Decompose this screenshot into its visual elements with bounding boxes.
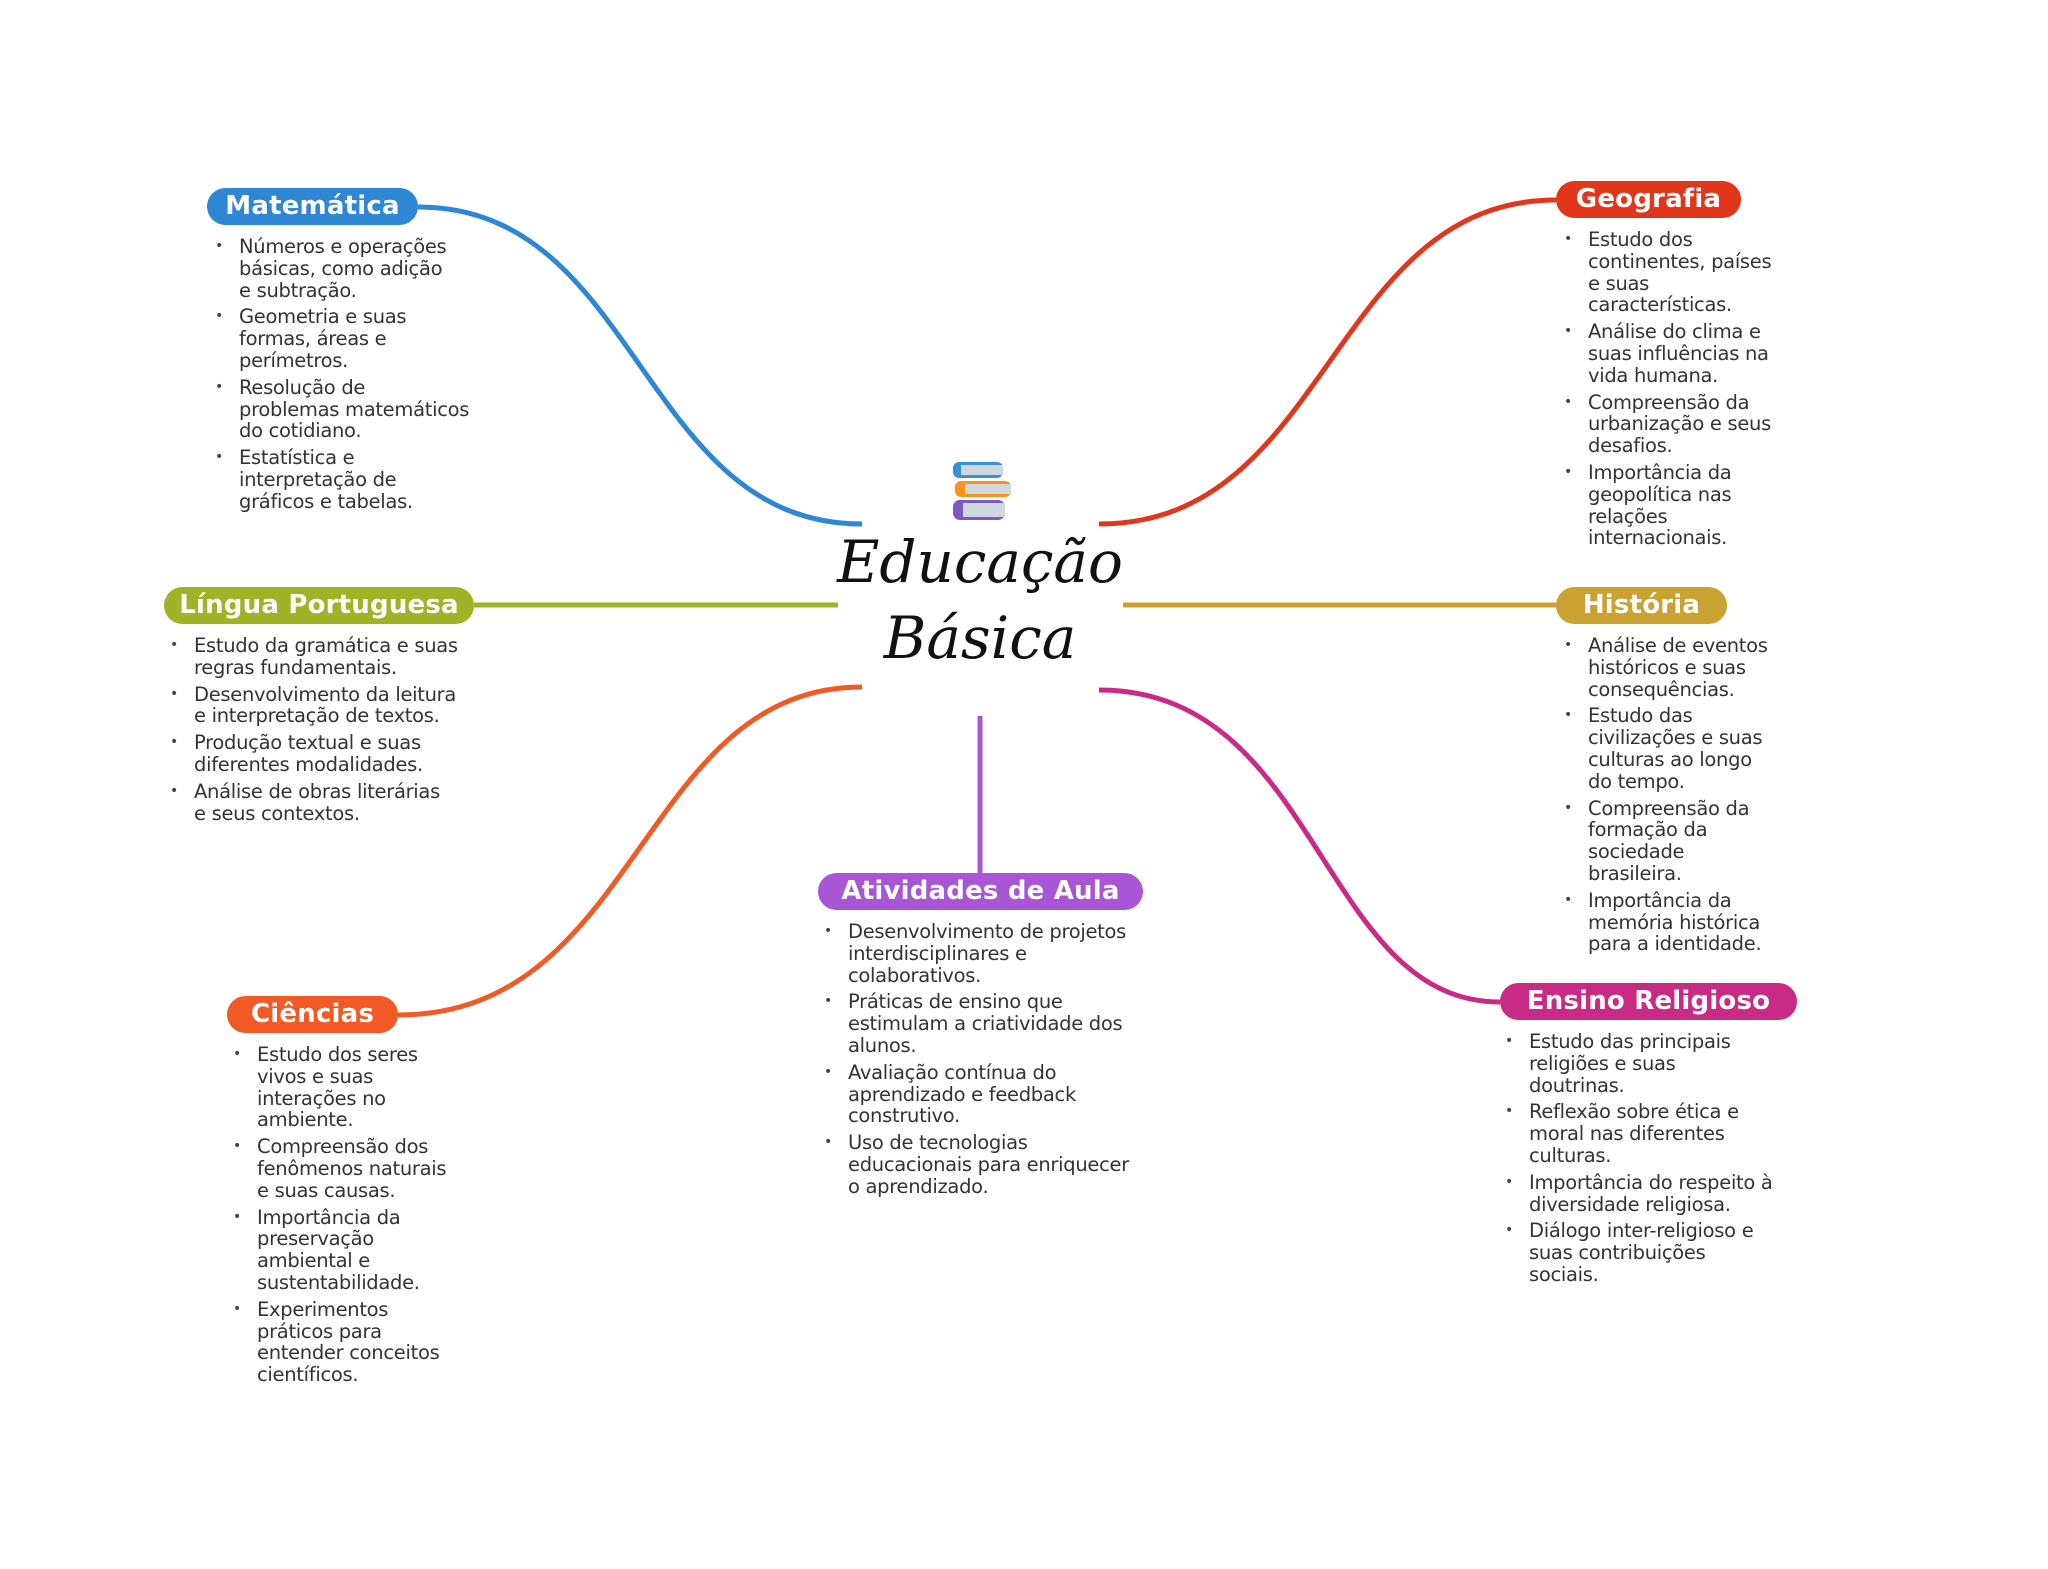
topic-lingua-portuguesa[interactable]: Língua Portuguesa	[164, 587, 474, 624]
subtopic-item[interactable]: Estudo dos seres vivos e suas interações…	[233, 1044, 446, 1131]
subtopic-list: Estudo das principais religiões e suas d…	[1505, 1031, 1773, 1291]
subtopic-item[interactable]: Importância do respeito à diversidade re…	[1505, 1171, 1773, 1216]
connector-ciencias	[397, 684, 863, 1018]
connector-ensino-religioso	[1098, 687, 1501, 1005]
subtopic-item[interactable]: Análise de obras literárias e seus conte…	[170, 780, 458, 825]
subtopic-item[interactable]: Análise de eventos históricos e suas con…	[1564, 635, 1768, 701]
subtopic-item[interactable]: Geometria e suas formas, áreas e perímet…	[215, 306, 469, 372]
subtopic-list: Números e operações básicas, como adição…	[215, 236, 469, 518]
subtopic-item[interactable]: Importância da preservação ambiental e s…	[233, 1206, 446, 1294]
central-topic[interactable]: Educação Básica	[830, 460, 1130, 676]
subtopic-item[interactable]: Estudo da gramática e suas regras fundam…	[170, 635, 458, 679]
subtopic-item[interactable]: Avaliação contínua do aprendizado e feed…	[824, 1061, 1129, 1127]
subtopic-list: Análise de eventos históricos e suas con…	[1564, 635, 1768, 960]
central-title-line-1: Educação	[837, 528, 1123, 596]
subtopic-item[interactable]: Desenvolvimento da leitura e interpretaç…	[170, 683, 458, 728]
subtopic-item[interactable]: Experimentos práticos para entender conc…	[233, 1298, 446, 1386]
topic-historia[interactable]: História	[1556, 587, 1727, 624]
subtopic-item[interactable]: Reflexão sobre ética e moral nas diferen…	[1505, 1101, 1773, 1167]
subtopic-item[interactable]: Estudo das principais religiões e suas d…	[1505, 1031, 1773, 1097]
subtopic-list: Desenvolvimento de projetos interdiscipl…	[824, 921, 1129, 1203]
subtopic-item[interactable]: Estudo dos continentes, países e suas ca…	[1564, 229, 1772, 316]
subtopic-item[interactable]: Importância da geopolítica nas relações …	[1564, 462, 1771, 549]
subtopic-item[interactable]: Produção textual e suas diferentes modal…	[170, 732, 458, 776]
subtopic-item[interactable]: Estudo das civilizações e suas culturas …	[1564, 705, 1768, 792]
subtopic-item[interactable]: Diálogo inter-religioso e suas contribui…	[1505, 1220, 1773, 1286]
subtopic-item[interactable]: Importância da memória histórica para a …	[1564, 889, 1768, 955]
topic-ensino-religioso[interactable]: Ensino Religioso	[1500, 983, 1797, 1020]
connector-geografia	[1098, 197, 1557, 527]
subtopic-item[interactable]: Uso de tecnologias educacionais para enr…	[824, 1132, 1129, 1198]
subtopic-item[interactable]: Compreensão da urbanização e seus desafi…	[1564, 391, 1771, 457]
subtopic-item[interactable]: Desenvolvimento de projetos interdiscipl…	[824, 921, 1129, 987]
subtopic-item[interactable]: Compreensão da formação da sociedade bra…	[1564, 797, 1768, 885]
topic-ciencias[interactable]: Ciências	[227, 996, 398, 1033]
subtopic-item[interactable]: Resolução de problemas matemáticos do co…	[215, 376, 469, 442]
subtopic-item[interactable]: Números e operações básicas, como adição…	[215, 236, 469, 302]
topic-geografia[interactable]: Geografia	[1556, 181, 1741, 218]
central-title-line-2: Básica	[883, 604, 1077, 672]
subtopic-item[interactable]: Compreensão dos fenômenos naturais e sua…	[233, 1136, 447, 1202]
subtopic-item[interactable]: Estatística e interpretação de gráficos …	[215, 447, 469, 513]
subtopic-item[interactable]: Análise do clima e suas influências na v…	[1564, 321, 1771, 387]
subtopic-list: Estudo da gramática e suas regras fundam…	[170, 635, 458, 829]
subtopic-item[interactable]: Práticas de ensino que estimulam a criat…	[824, 991, 1129, 1057]
books-icon	[953, 462, 1011, 520]
topic-matematica[interactable]: Matemática	[207, 188, 418, 225]
topic-atividades-de-aula[interactable]: Atividades de Aula	[818, 873, 1143, 910]
connector-matematica	[417, 204, 863, 527]
subtopic-list: Estudo dos continentes, países e suas ca…	[1564, 229, 1772, 554]
subtopic-list: Estudo dos seres vivos e suas interações…	[233, 1044, 447, 1391]
